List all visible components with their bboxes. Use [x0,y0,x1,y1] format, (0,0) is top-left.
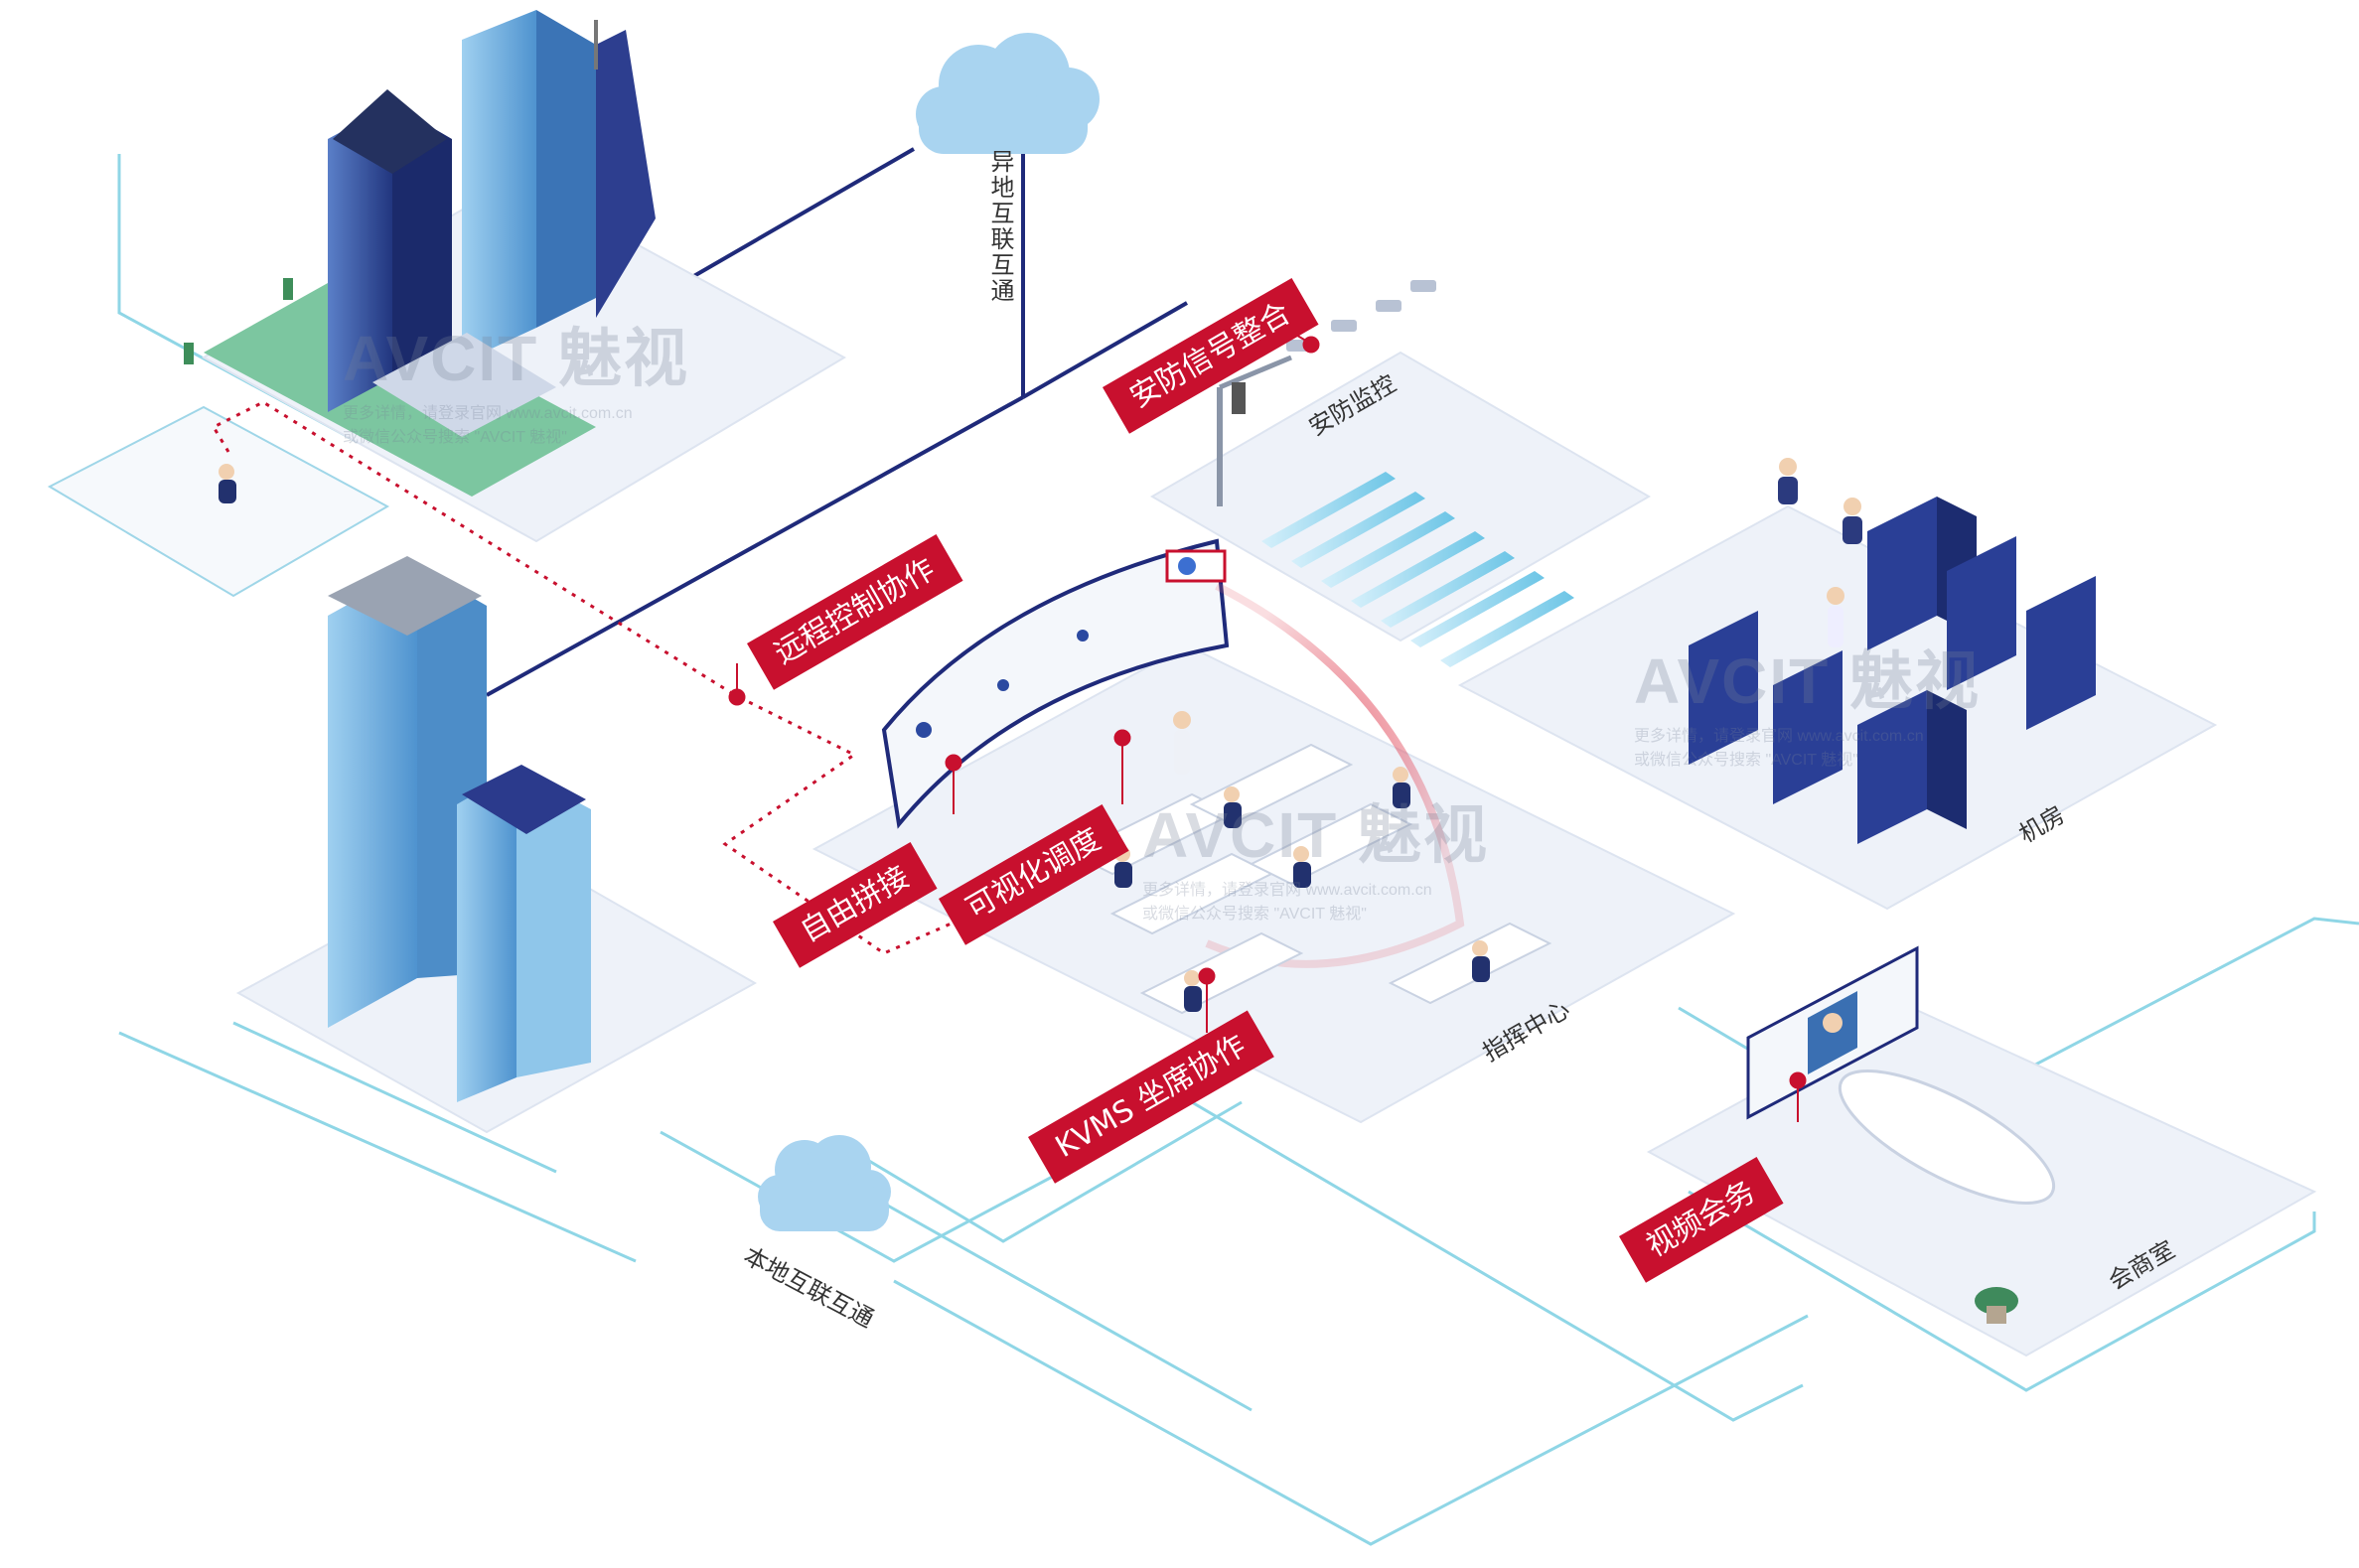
video-wall-icon [1746,945,1919,1120]
traffic-light-icon [1217,355,1292,506]
platform-command-center [811,643,1736,1124]
plant-icon [1975,1287,2018,1324]
server-rack-icon [1689,497,2096,844]
watermark-line2: 或微信公众号搜索 "AVCIT 魅视" [343,429,567,446]
watermark-line2: 或微信公众号搜索 "AVCIT 魅视" [1634,752,1858,769]
watermark-logo: AVCIT 魅视 [343,323,690,394]
watermark-logo: AVCIT 魅视 [1634,645,1982,717]
operator-icon [1778,458,1862,647]
operator-desks [1070,743,1552,1015]
watermark-line1: 更多详情，请登录官网 www.avcit.com.cn [1142,882,1432,899]
building-icon [328,556,591,1102]
cloud-icon [916,33,1100,154]
video-wall-icon [881,538,1230,829]
building-icon [184,10,656,497]
meeting-table [1838,1069,2056,1205]
watermark-line1: 更多详情，请登录官网 www.avcit.com.cn [343,405,633,422]
operator-icon [219,464,1490,1012]
callout-pins [728,312,1807,1122]
platform-security [1150,351,1651,642]
watermark-logo: AVCIT 魅视 [1142,799,1490,871]
security-stripes [1261,472,1574,667]
watermark-top: AVCIT 魅视 更多详情，请登录官网 www.avcit.com.cn 或微信… [343,308,689,447]
platform-office-card [47,405,390,598]
remote-link-label: 异地互联互通 [986,149,1014,304]
watermark-server: AVCIT 魅视 更多详情，请登录官网 www.avcit.com.cn 或微信… [1634,631,1981,770]
watermark-line2: 或微信公众号搜索 "AVCIT 魅视" [1142,906,1367,923]
watermark-line1: 更多详情，请登录官网 www.avcit.com.cn [1634,728,1924,745]
watermark-command: AVCIT 魅视 更多详情，请登录官网 www.avcit.com.cn 或微信… [1142,784,1489,924]
cloud-icon [758,1135,891,1231]
kvms-arc [1205,582,1465,968]
